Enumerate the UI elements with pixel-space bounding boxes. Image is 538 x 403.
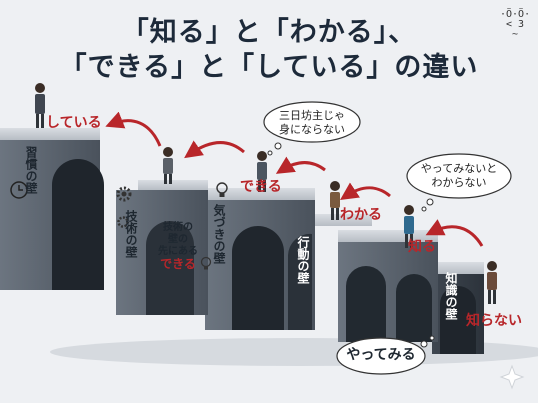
gear-icon [116, 186, 132, 202]
label-shiteiru: している [46, 115, 102, 131]
bubble-yattemi-line-1: やってみないと [420, 162, 498, 175]
bubble-yattemi-text: やってみないと わからない [409, 162, 509, 190]
wall-chishiki [432, 262, 484, 354]
overlay-line-3: 先にある [158, 246, 198, 257]
label-shiru: 知る [408, 239, 436, 255]
person-shiru [404, 205, 414, 248]
overlay-line-1: 技術の [163, 222, 193, 233]
sparkle-icon [499, 364, 525, 390]
label-wakaru: わかる [340, 207, 382, 223]
title-line-2: 「できる」と「している」の違い [59, 52, 479, 83]
person-wakaru [330, 181, 340, 220]
wall-kizuki [205, 188, 315, 330]
arrow-shiranai-to-shiru [425, 219, 484, 247]
title-line-1: 「知る」と「わかる」、 [121, 17, 417, 48]
wall-label-koudou: 行動の壁 [296, 236, 310, 284]
arrow-shiru-to-wakaru [340, 182, 391, 200]
arrow-to-shiteiru [105, 111, 162, 147]
person-gijutsu [163, 147, 173, 184]
bubble-yattemi [406, 153, 512, 212]
bubble-yattemi-line-2: わからない [431, 176, 487, 189]
bubble-mikka [263, 101, 361, 156]
wall-shuukan [0, 128, 104, 290]
label-shiranai: 知らない [466, 313, 522, 329]
bubble-yattemiru [336, 335, 435, 375]
arrow-dekiru-to-gijutsu [184, 140, 245, 159]
clock-icon [10, 181, 28, 199]
wall-koudou [338, 230, 438, 342]
bubble-mikka-line-2: 身にならない [279, 123, 345, 136]
wall-label-gijutsu: 技術の壁 [124, 210, 138, 258]
bubble-yattemiru-text: やってみる [346, 347, 416, 363]
bubble-mikka-line-1: 三日坊主じゃ [279, 109, 345, 122]
person-dekiru [257, 151, 267, 192]
wall-gijutsu [116, 180, 208, 315]
person-shiranai [487, 261, 497, 304]
bubble-mikka-text: 三日坊主じゃ 身にならない [266, 109, 358, 137]
wall-label-chishiki: 知識の壁 [444, 272, 458, 320]
overlay-gijutsu-caption: 技術の 壁の 先にある できる [145, 222, 211, 272]
overlay-red-dekiru: できる [160, 257, 196, 271]
corner-doodle-icon: ·Ö·Ö· < 3 ~ [500, 9, 531, 40]
gear-icon-small [117, 216, 129, 228]
arrow-wakaru-to-dekiru [275, 156, 326, 174]
step-wakaru-block [312, 214, 372, 226]
wall-label-kizuki: 気づきの壁 [212, 204, 226, 264]
lightbulb-icon-small [200, 256, 212, 270]
overlay-line-2: 壁の [168, 234, 188, 245]
wall-label-shuukan: 習慣の壁 [24, 146, 38, 194]
lightbulb-icon [216, 182, 228, 197]
person-shiteiru [35, 83, 45, 128]
label-dekiru: できる [240, 179, 282, 195]
